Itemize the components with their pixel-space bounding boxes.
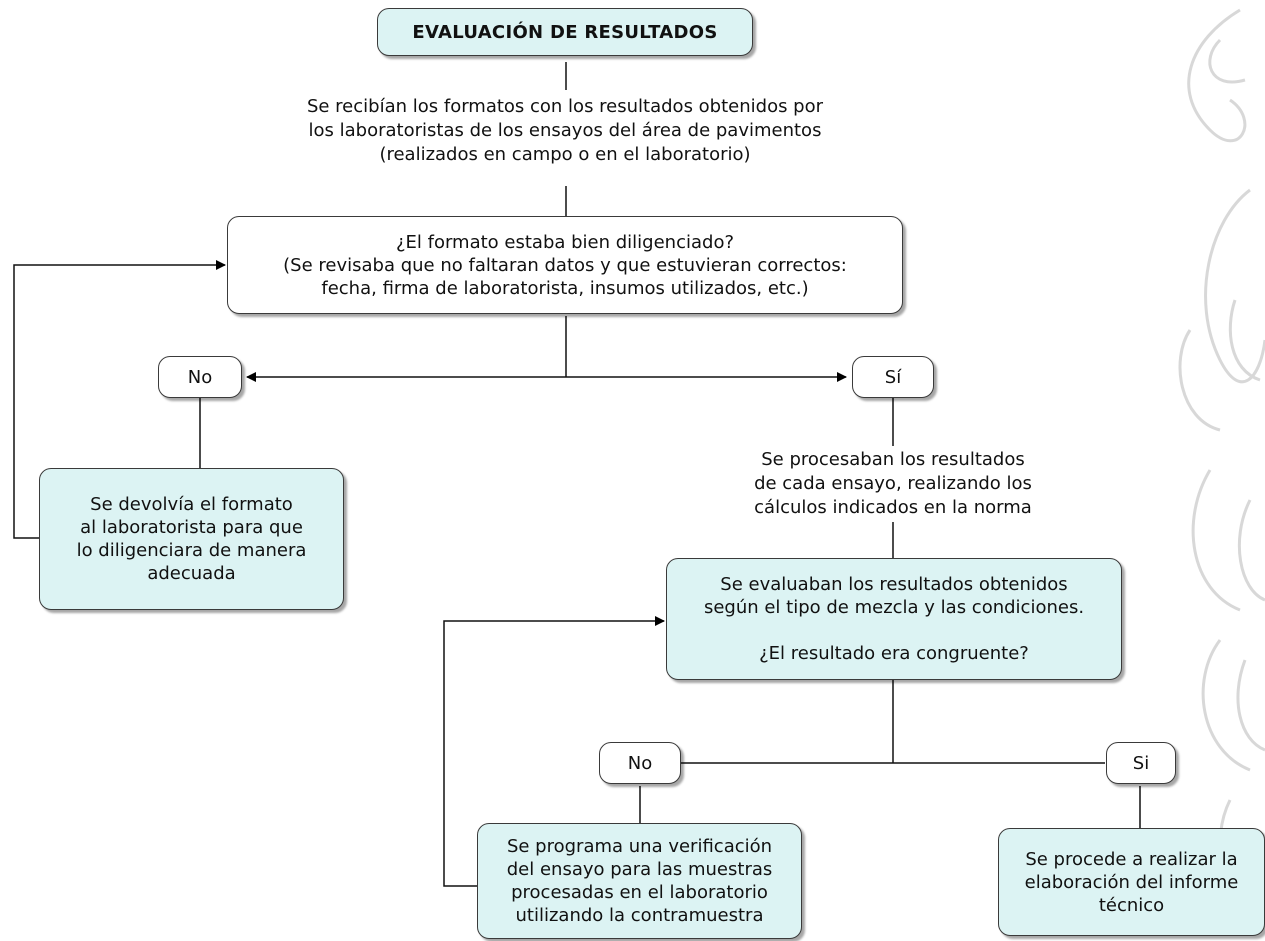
- yes-decision-2: Si: [1106, 742, 1176, 784]
- yes-decision-1: Sí: [852, 356, 934, 398]
- return-format-box: Se devolvía el formato al laboratorista …: [39, 468, 344, 610]
- no-decision-1: No: [158, 356, 242, 398]
- verification-box: Se programa una verificación del ensayo …: [477, 823, 802, 939]
- evaluate-box: Se evaluaban los resultados obtenidos se…: [666, 558, 1122, 680]
- process-text: Se procesaban los resultados de cada ens…: [720, 448, 1066, 520]
- title-box: EVALUACIÓN DE RESULTADOS: [377, 8, 753, 56]
- no-decision-2: No: [599, 742, 681, 784]
- received-text: Se recibían los formatos con los resulta…: [250, 95, 880, 167]
- report-box: Se procede a realizar la elaboración del…: [998, 828, 1265, 936]
- question-format-box: ¿El formato estaba bien diligenciado? (S…: [227, 216, 903, 314]
